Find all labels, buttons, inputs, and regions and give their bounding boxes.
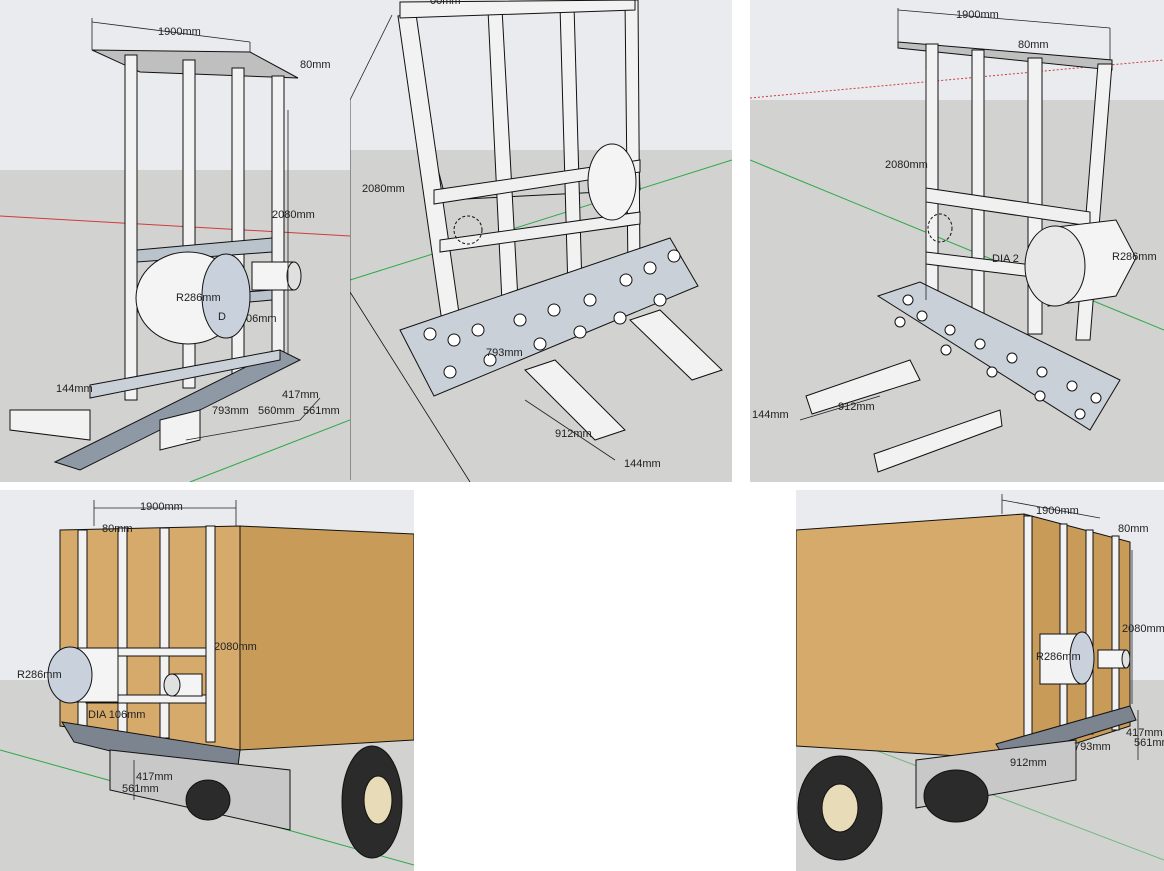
radius-dimension: R286mm [17,669,62,681]
height-dimension-417: 417mm [282,389,319,401]
length-dimension-793: 793mm [486,347,523,359]
height-dimension-417: 417mm [1126,727,1163,739]
width-dimension: 00mm [430,0,461,7]
height-dimension: 2080mm [272,209,315,221]
width-dimension: 1900mm [956,9,999,21]
sketch-drawing-2: 00mm 2080mm 793mm 912mm 144mm [350,0,732,482]
height-dimension-561: 561mm [303,405,340,417]
dia-partial-label: D [218,311,226,323]
depth-dimension: 80mm [102,523,133,535]
width-dimension: 1900mm [158,26,201,38]
sketch-drawing-1: 1900mm 80mm 2080mm R286mm D 06mm 144mm 7… [0,0,350,482]
radius-dimension: R286mm [1036,651,1081,663]
panel-rear-frame-view-1: 1900mm 80mm 2080mm R286mm D 06mm 144mm 7… [0,0,350,482]
dia-dimension: DIA 106mm [88,709,145,721]
length-dimension-912: 912mm [838,401,875,413]
sketch-drawing-4: 1900mm 80mm R286mm 2080mm DIA 106mm 417m… [0,490,414,871]
length-dimension-793: 793mm [212,405,249,417]
length-dimension-912: 912mm [555,428,592,440]
empty-gap [414,490,796,871]
length-dimension-560: 560mm [258,405,295,417]
height-dimension-417: 417mm [136,771,173,783]
small-dia-dimension: 06mm [246,313,277,325]
leg-dimension: 144mm [752,409,789,421]
panel-rear-frame-view-2: 00mm 2080mm 793mm 912mm 144mm [350,0,732,482]
depth-dimension: 80mm [1018,39,1049,51]
depth-dimension: 80mm [300,59,331,71]
leg-dimension: 144mm [56,383,93,395]
dia-dimension: DIA 2 [992,253,1019,265]
depth-dimension: 80mm [1118,523,1149,535]
radius-dimension: R286mm [176,292,221,304]
panel-rear-frame-view-3: 1900mm 80mm 2080mm DIA 2 R286mm 144mm 91… [750,0,1164,482]
length-dimension-912: 912mm [1010,757,1047,769]
panel-truck-rear-view-right: 1900mm 80mm 2080mm R286mm 417mm 561mm 79… [796,490,1164,871]
radius-dimension: R286mm [1112,251,1157,263]
sketch-drawing-3: 1900mm 80mm 2080mm DIA 2 R286mm 144mm 91… [750,0,1164,482]
leg-dimension: 144mm [624,458,661,470]
width-dimension: 1900mm [1036,505,1079,517]
height-dimension: 2080mm [885,159,928,171]
height-dimension-561: 561mm [122,783,159,795]
length-dimension-793: 793mm [1074,741,1111,753]
height-dimension: 2080mm [1122,623,1164,635]
sketch-drawing-5: 1900mm 80mm 2080mm R286mm 417mm 561mm 79… [796,490,1164,871]
height-dimension: 2080mm [362,183,405,195]
height-dimension-561: 561mm [1134,737,1164,749]
height-dimension: 2080mm [214,641,257,653]
width-dimension: 1900mm [140,501,183,513]
panel-truck-rear-view-left: 1900mm 80mm R286mm 2080mm DIA 106mm 417m… [0,490,414,871]
